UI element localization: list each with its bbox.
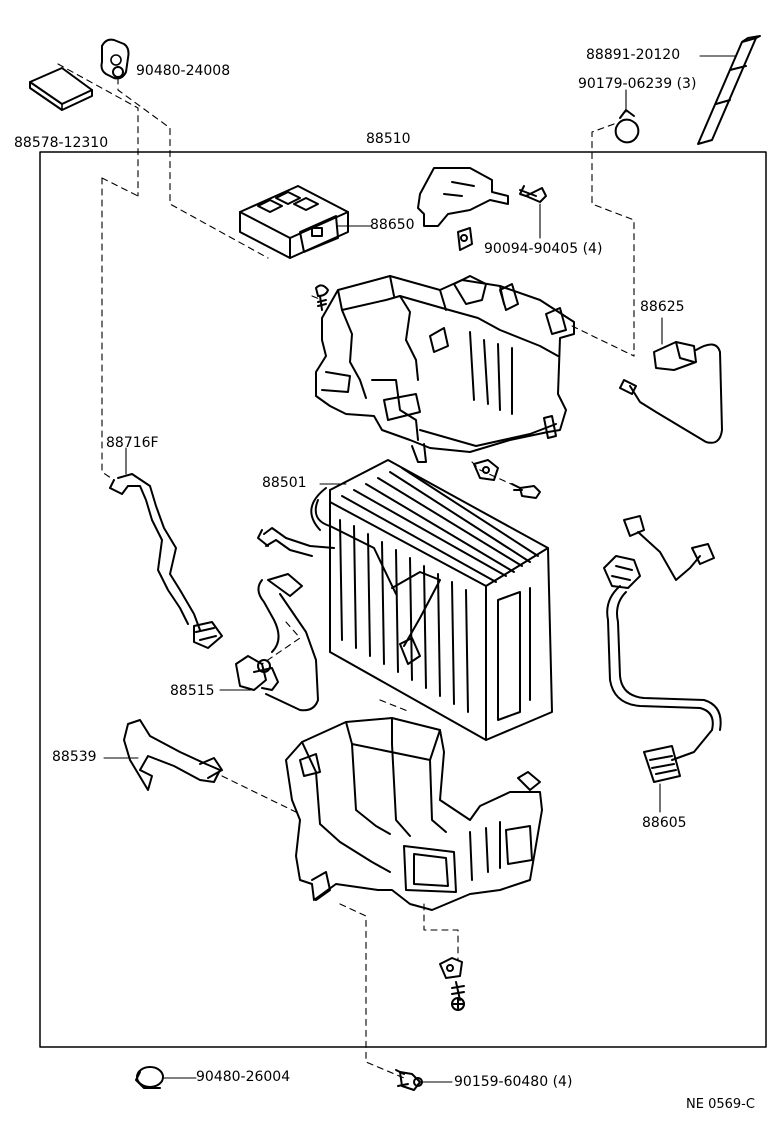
label-90480-24008: 90480-24008: [136, 63, 231, 79]
pad-88578: [29, 67, 93, 111]
leader-90159: [339, 903, 405, 1079]
leader-88578: [57, 63, 139, 197]
label-88501: 88501: [262, 475, 307, 491]
label-88625: 88625: [640, 299, 685, 315]
label-90179: 90179-06239 (3): [578, 76, 697, 92]
leader-88525: [423, 903, 459, 961]
screw-90159: [395, 1069, 423, 1091]
leader-vertical-bolts: [311, 295, 323, 301]
leader-90480: [117, 77, 269, 259]
leader-case-mid: [379, 699, 411, 713]
clip-88625-bracket: [473, 459, 499, 481]
upper-case: [315, 275, 575, 463]
evaporator-88501: [310, 459, 553, 741]
grommet-90480-24008: [100, 38, 130, 80]
wire-harness-88605: [603, 515, 722, 783]
expansion-valve-88515: [235, 527, 335, 712]
screw-lower: [451, 981, 465, 1011]
label-88605: 88605: [642, 815, 687, 831]
bracket-90094: [417, 167, 509, 251]
grommet-90480-26004: [135, 1066, 164, 1089]
label-90480-26004: 90480-26004: [196, 1069, 291, 1085]
label-88510: 88510: [366, 131, 411, 147]
label-88539: 88539: [52, 749, 97, 765]
sensor-88625: [619, 341, 723, 444]
leader-88716f-up: [101, 177, 139, 481]
label-88650: 88650: [370, 217, 415, 233]
control-unit-88650: [239, 185, 349, 259]
clip-lower: [439, 957, 463, 979]
screw-upper-left: [315, 284, 329, 311]
label-90094: 90094-90405 (4): [484, 241, 603, 257]
screw-mid: [511, 483, 541, 499]
assembly-frame: [39, 151, 767, 1048]
clip-90179: [614, 109, 640, 144]
label-90159: 90159-60480 (4): [454, 1074, 573, 1090]
label-88891: 88891-20120: [586, 47, 681, 63]
leader-88625: [571, 325, 635, 357]
label-88515: 88515: [170, 683, 215, 699]
pipe-88716F: [109, 473, 223, 649]
label-88578: 88578-12310: [14, 135, 109, 151]
leader-88539: [221, 775, 301, 815]
leader-88515: [261, 621, 301, 665]
label-88716F: 88716F: [106, 435, 159, 451]
drain-hose-88539: [123, 719, 223, 791]
figure-code: NE 0569-C: [686, 1097, 755, 1112]
leader-90179: [591, 123, 635, 357]
lower-case: [285, 717, 543, 911]
strip-88891: [697, 35, 761, 145]
screw-90094: [519, 185, 547, 203]
